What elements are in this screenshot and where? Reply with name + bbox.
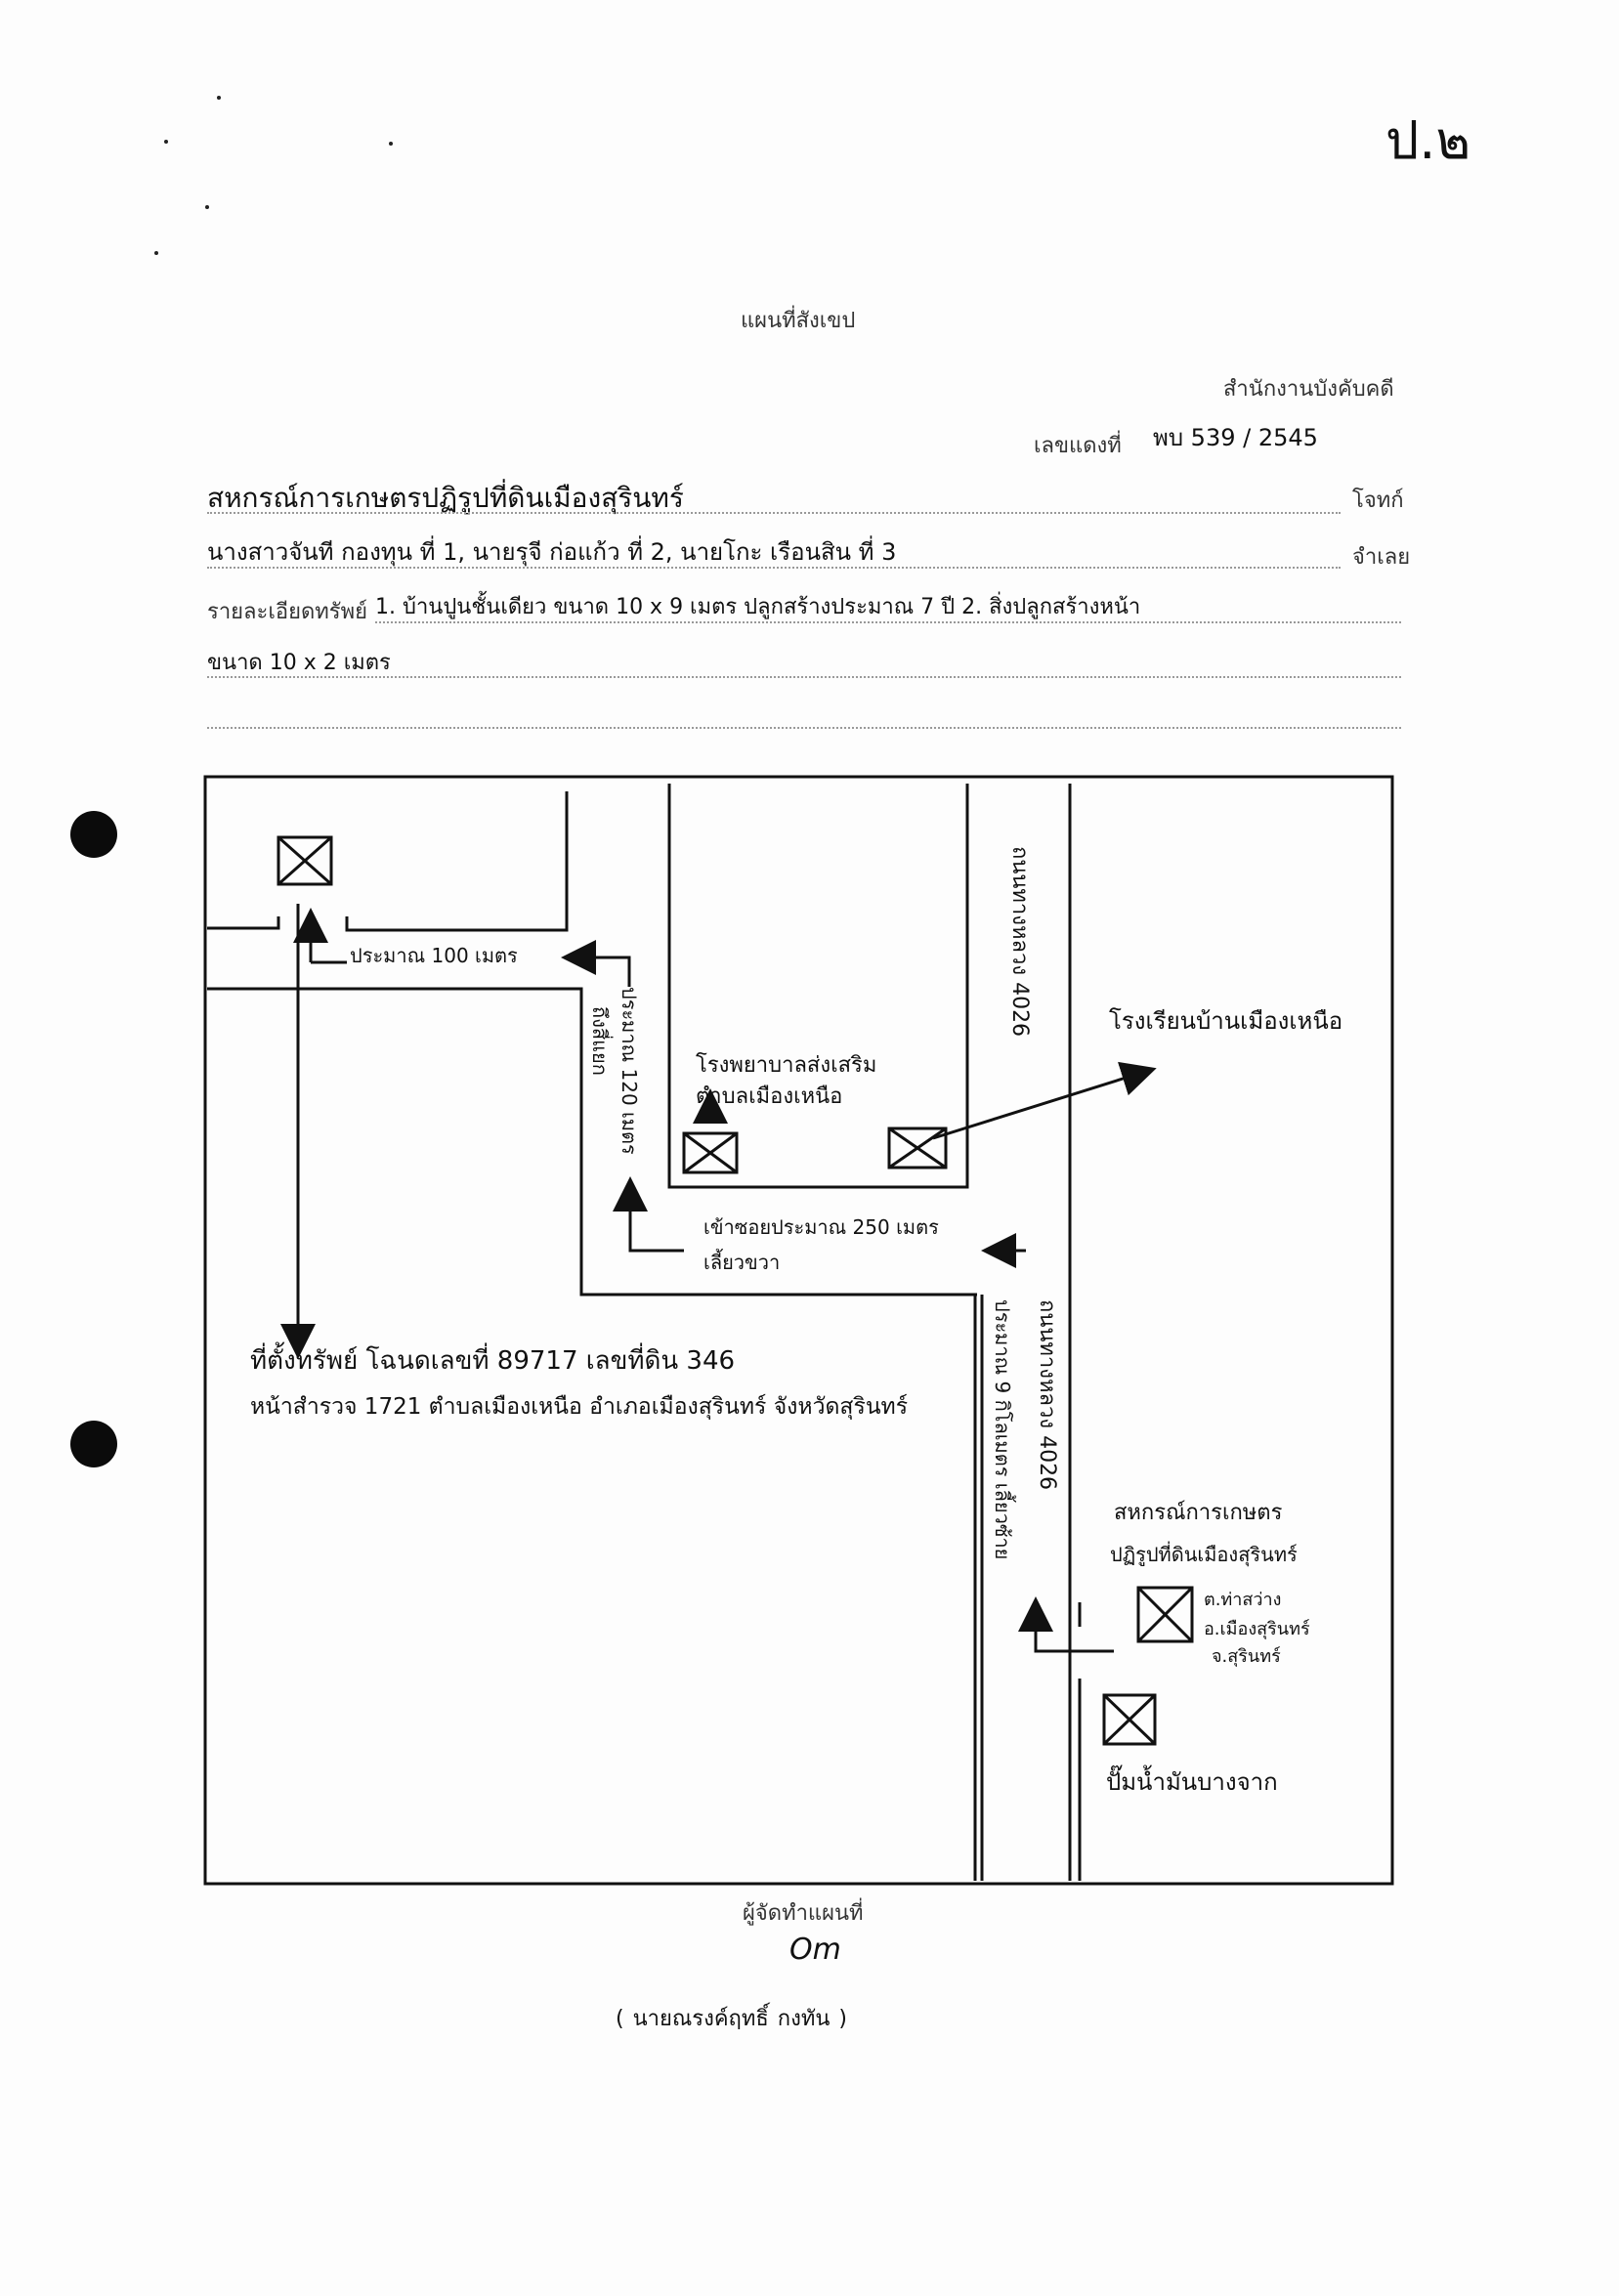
road-4026-label-bottom: ถนนทางหลวง 4026	[1035, 1299, 1059, 1491]
coop-label-2: ปฏิรูปที่ดินเมืองสุรินทร์	[1110, 1543, 1298, 1566]
map-frame	[203, 775, 1394, 1886]
document-title: แผนที่สังเขป	[741, 309, 856, 333]
coop-symbol	[1136, 1586, 1194, 1643]
label-250m: เข้าซอยประมาณ 250 เมตร	[703, 1215, 939, 1239]
dotted-line	[207, 512, 1341, 514]
arrow-turn-right	[613, 1176, 684, 1253]
road-edge	[667, 784, 969, 1189]
road-edge	[207, 916, 280, 930]
plaintiff-name: สหกรณ์การเกษตรปฏิรูปที่ดินเมืองสุรินทร์	[207, 482, 684, 514]
school-label: โรงเรียนบ้านเมืองเหนือ	[1109, 1007, 1343, 1035]
property-label: รายละเอียดทรัพย์	[207, 600, 367, 624]
road-4026-label-top: ถนนทางหลวง 4026	[1007, 846, 1032, 1038]
label-120m: ประมาณ 120 เมตร	[618, 987, 641, 1155]
speck	[205, 205, 209, 209]
dotted-line	[375, 621, 1401, 623]
property-house-symbol	[277, 835, 333, 886]
punch-hole	[70, 811, 117, 858]
label-turn-right: เลี้ยวขวา	[703, 1251, 781, 1274]
speck	[389, 142, 393, 146]
hospital-label-1: โรงพยาบาลส่งเสริม	[696, 1053, 877, 1078]
road-edge	[345, 860, 569, 932]
label-100m: ประมาณ 100 เมตร	[350, 944, 518, 967]
page-mark: ป.๒	[1385, 109, 1471, 171]
plaintiff-label: โจทก์	[1352, 489, 1404, 513]
gas-station-symbol	[1102, 1693, 1157, 1746]
coop-address-1: ต.ท่าสว่าง	[1204, 1590, 1282, 1610]
road-edge	[207, 987, 977, 1881]
defendant-names: นางสาวจันที กองทุน ที่ 1, นายรุจี ก่อแก้…	[207, 538, 897, 566]
arrow-school	[932, 1061, 1157, 1140]
gas-station-label: ปั๊มน้ำมันบางจาก	[1106, 1768, 1278, 1796]
location-line-1: ที่ตั้งทรัพย์ โฉนดเลขที่ 89717 เลขที่ดิน…	[250, 1346, 736, 1376]
property-line-2: ขนาด 10 x 2 เมตร	[207, 651, 391, 675]
school-symbol	[887, 1127, 948, 1169]
label-120m-turn: ถึงสี่แยก	[588, 1006, 612, 1076]
signer-name: ( นายณรงค์ฤทธิ์ กงทัน )	[616, 2007, 847, 2031]
property-line-1: 1. บ้านปูนชั้นเดียว ขนาด 10 x 9 เมตร ปลู…	[375, 595, 1141, 619]
map-maker-label: ผู้จัดทำแผนที่	[743, 1901, 864, 1926]
speck	[217, 96, 221, 100]
arrow-9km	[1018, 1596, 1114, 1653]
speck	[154, 251, 158, 255]
arrow-100m	[561, 940, 631, 987]
dotted-line	[207, 676, 1401, 678]
coop-address-2: อ.เมืองสุรินทร์	[1204, 1619, 1310, 1639]
location-line-2: หน้าสำรวจ 1721 ตำบลเมืองเหนือ อำเภอเมือง…	[250, 1394, 909, 1420]
case-number-value: พบ 539 / 2545	[1153, 424, 1318, 451]
dotted-line	[207, 727, 1401, 729]
case-number-label: เลขแดงที่	[1034, 434, 1122, 458]
hospital-symbol	[682, 1131, 739, 1174]
hospital-label-2: ตำบลเมืองเหนือ	[696, 1084, 843, 1109]
coop-label-1: สหกรณ์การเกษตร	[1114, 1501, 1283, 1525]
dotted-line	[207, 567, 1341, 569]
speck	[164, 140, 168, 144]
office-name: สำนักงานบังคับคดี	[1223, 377, 1394, 402]
coop-address-3: จ.สุรินทร์	[1212, 1646, 1281, 1667]
punch-hole	[70, 1421, 117, 1467]
label-9km: ประมาณ 9 กิโลเมตร เลี้ยวซ้าย	[991, 1299, 1014, 1560]
signature: Om	[789, 1933, 841, 1967]
defendant-label: จำเลย	[1352, 545, 1411, 570]
